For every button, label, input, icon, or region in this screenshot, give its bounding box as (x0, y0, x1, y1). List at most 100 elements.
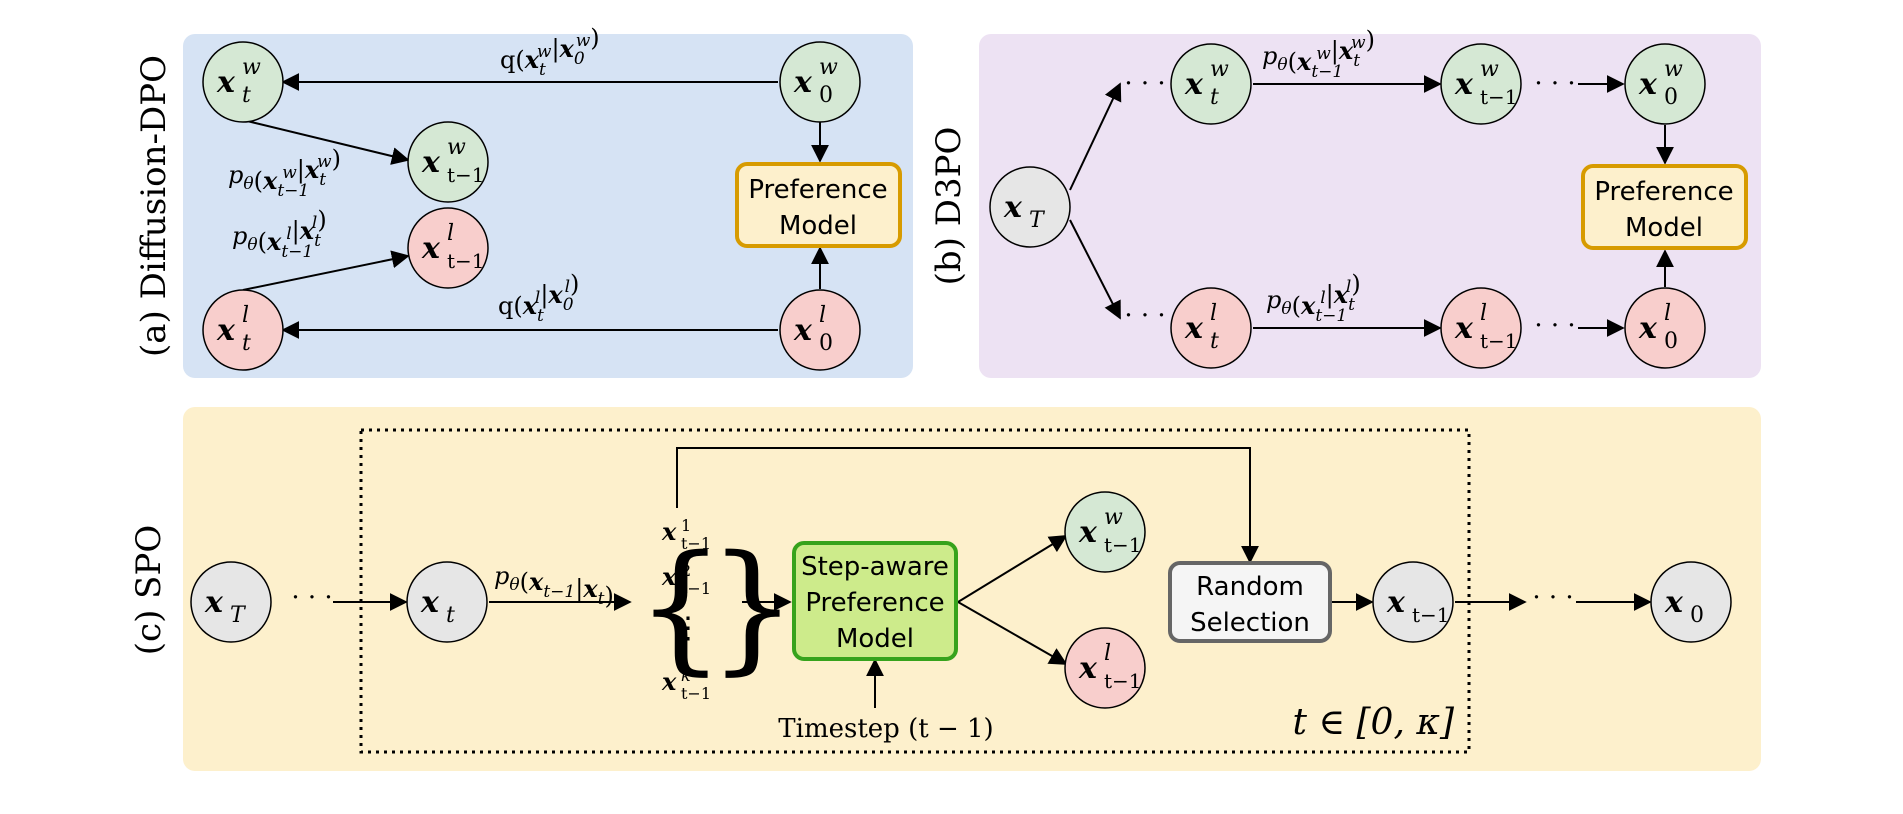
node-circle (1170, 287, 1252, 369)
dots-c-1: · · · (291, 583, 332, 613)
candidate-vdots: ⋮ (673, 611, 703, 646)
preference-model-b-line2: Model (1625, 213, 1703, 243)
node-subscript: t−1 (1104, 533, 1142, 557)
node-superscript: l (1664, 301, 1671, 326)
preference-model-a-line2: Model (779, 211, 857, 241)
candidate-subscript: t−1 (681, 534, 711, 553)
node-label: x (793, 313, 813, 348)
edge-label-text: pθ(xt−1l|xtl) (232, 206, 327, 262)
node-superscript: w (1480, 57, 1499, 82)
node-label: x (1003, 190, 1023, 225)
label-b-p-w: pθ(xt−1w|xtw) (1262, 26, 1375, 82)
node-circle (1440, 43, 1522, 125)
edge-c-step-to-xt1l (957, 601, 1068, 665)
node-circle (779, 289, 861, 371)
edge-c-set-to-random (676, 447, 1259, 564)
edge-a-xtl-to-xt1l (242, 250, 410, 291)
edge-label-text: pθ(xt−1|xt) (494, 562, 614, 610)
node-circle (407, 207, 489, 289)
node-label: x (420, 585, 440, 620)
node-subscript: T (1029, 208, 1046, 233)
right-brace: } (708, 526, 797, 689)
node-superscript: w (242, 55, 261, 80)
panel-a-background (183, 34, 913, 378)
node-subscript: t (1210, 85, 1219, 110)
candidate-item: x (661, 667, 677, 696)
candidate-superscript: k (681, 666, 691, 685)
node-subscript: t−1 (1480, 85, 1518, 109)
node-circle (407, 121, 489, 203)
node-label: x (1664, 585, 1684, 620)
node-label: x (793, 65, 813, 100)
label-a-p-l: pθ(xt−1l|xtl) (232, 206, 327, 262)
node-superscript: l (242, 303, 249, 328)
node-superscript: l (1210, 301, 1217, 326)
node-superscript: w (1664, 57, 1683, 82)
node-circle (1624, 287, 1706, 369)
node-circle (779, 41, 861, 123)
node-label: x (1078, 651, 1098, 686)
node-label: x (1638, 311, 1658, 346)
preference-model-a-box (735, 162, 902, 248)
node-circle (1624, 43, 1706, 125)
preference-model-b-line1: Preference (1594, 177, 1733, 207)
node-circle (1440, 287, 1522, 369)
label-a-p-w: pθ(xt−1w|xtw) (228, 145, 341, 201)
candidate-item: x (661, 562, 677, 591)
label-a-q-l: q(xtl|x0l) (498, 270, 579, 326)
iteration-dotted-box (359, 428, 1471, 754)
node-circle (190, 561, 272, 643)
step-aware-preference-model-box (792, 541, 958, 661)
node-label: x (421, 145, 441, 180)
label-b-p-l: pθ(xt−1l|xtl) (1266, 270, 1361, 326)
node-circle (1372, 561, 1454, 643)
node-circle (1064, 491, 1146, 573)
node-subscript: 0 (819, 331, 833, 356)
dots-b-1: · · · (1124, 69, 1165, 99)
node-label: x (1386, 585, 1406, 620)
node-label: x (1454, 311, 1474, 346)
timestep-label: Timestep (t − 1) (778, 714, 993, 744)
step-aware-line3: Model (836, 624, 914, 654)
node-superscript: l (819, 303, 826, 328)
random-selection-line2: Selection (1190, 608, 1310, 638)
candidate-subscript: t−1 (681, 684, 711, 703)
node-label: x (421, 231, 441, 266)
left-brace: { (636, 526, 725, 689)
node-label: x (1078, 515, 1098, 550)
node-label: x (1638, 67, 1658, 102)
node-label: x (1184, 67, 1204, 102)
node-superscript: w (447, 135, 466, 160)
node-subscript: t (446, 603, 455, 628)
edge-a-xtw-to-xt1w (242, 119, 410, 165)
node-circle (1170, 43, 1252, 125)
node-subscript: t−1 (447, 249, 485, 273)
step-aware-line2: Preference (805, 588, 944, 618)
node-subscript: t (242, 83, 251, 108)
panel-b-label: (b) D3PO (929, 127, 969, 286)
node-superscript: l (1480, 301, 1487, 326)
node-circle (1064, 627, 1146, 709)
edge-label-text: pθ(xt−1l|xtl) (1266, 270, 1361, 326)
node-subscript: 0 (1664, 329, 1678, 354)
edge-label-text: q(xtl|x0l) (498, 270, 579, 326)
panel-c-label: (c) SPO (129, 525, 169, 655)
node-subscript: T (230, 603, 247, 628)
edge-b-xT-up (1069, 82, 1122, 191)
